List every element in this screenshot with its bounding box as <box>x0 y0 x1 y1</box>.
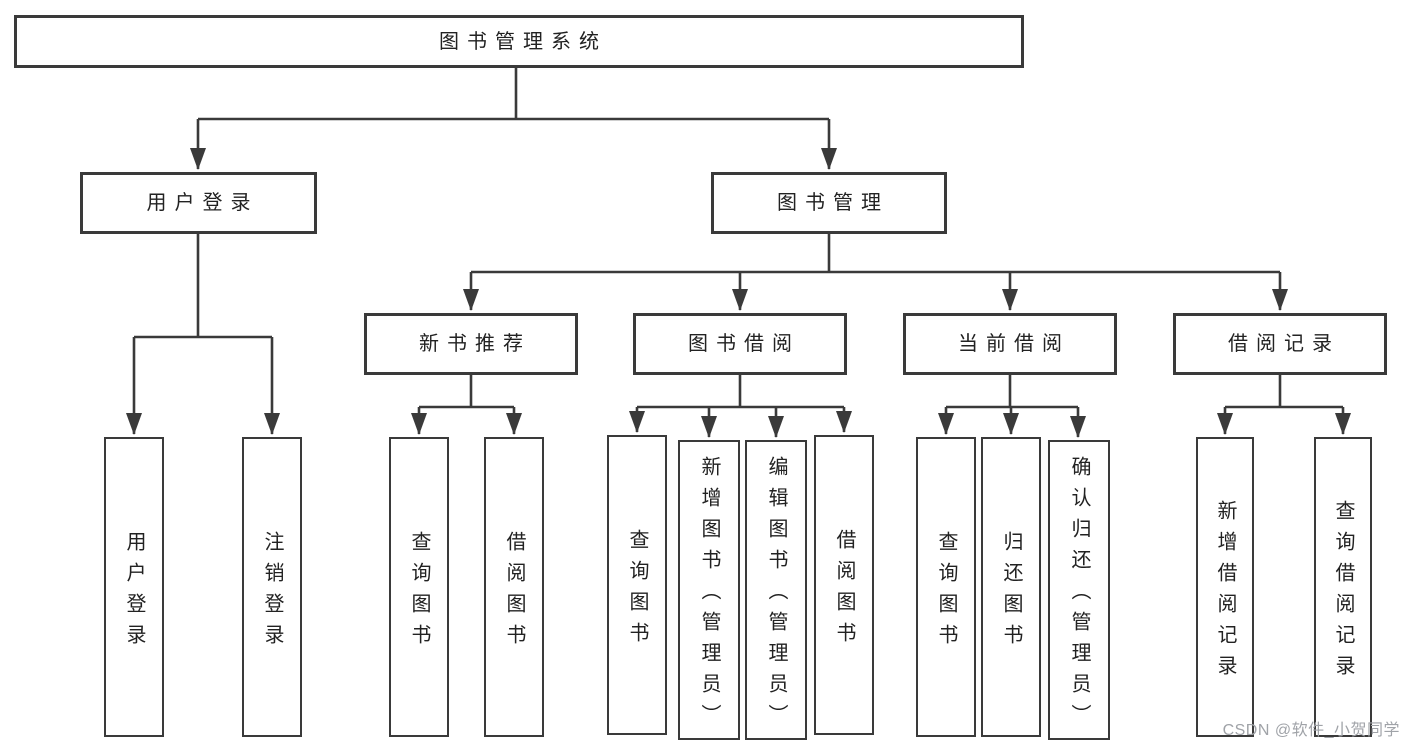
node-return-books: 归还图书 <box>981 437 1041 737</box>
watermark-text: CSDN @软件_小贺同学 <box>1222 722 1400 739</box>
node-confirm-return-admin: 确认归还（管理员） <box>1048 440 1110 740</box>
node-query-borrow-record: 查询借阅记录 <box>1314 437 1372 737</box>
node-borrow-books-borrowing: 借阅图书 <box>814 435 874 735</box>
node-query-books-recommend: 查询图书 <box>389 437 449 737</box>
node-borrowing-records: 借阅记录 <box>1173 313 1387 375</box>
node-edit-books-admin: 编辑图书（管理员） <box>745 440 807 740</box>
node-book-management: 图书管理 <box>711 172 947 234</box>
arrowheads <box>126 119 1351 438</box>
node-library-management-system: 图书管理系统 <box>14 15 1024 68</box>
node-current-borrowing: 当前借阅 <box>903 313 1117 375</box>
node-user-login: 用户登录 <box>80 172 317 234</box>
node-new-book-recommendation: 新书推荐 <box>364 313 578 375</box>
node-query-books-current: 查询图书 <box>916 437 976 737</box>
node-borrow-books-recommend: 借阅图书 <box>484 437 544 737</box>
node-user-login-leaf: 用户登录 <box>104 437 164 737</box>
node-add-borrow-record: 新增借阅记录 <box>1196 437 1254 737</box>
node-query-books-borrowing: 查询图书 <box>607 435 667 735</box>
node-book-borrowing: 图书借阅 <box>633 313 847 375</box>
node-add-books-admin: 新增图书（管理员） <box>678 440 740 740</box>
connector-lines <box>134 68 1343 409</box>
node-logout-leaf: 注销登录 <box>242 437 302 737</box>
